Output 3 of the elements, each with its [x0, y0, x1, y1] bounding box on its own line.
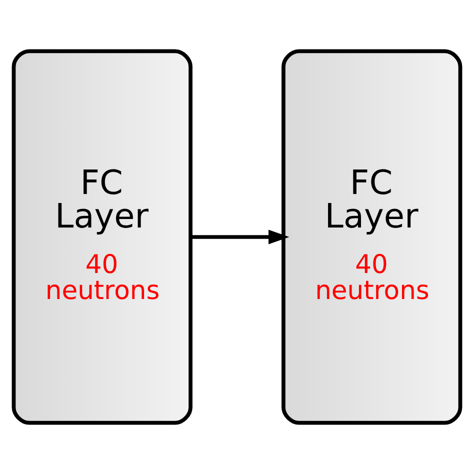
node-box: FC Layer 40 neutrons [12, 49, 192, 425]
node-box: FC Layer 40 neutrons [282, 49, 462, 425]
arrow [190, 230, 290, 244]
